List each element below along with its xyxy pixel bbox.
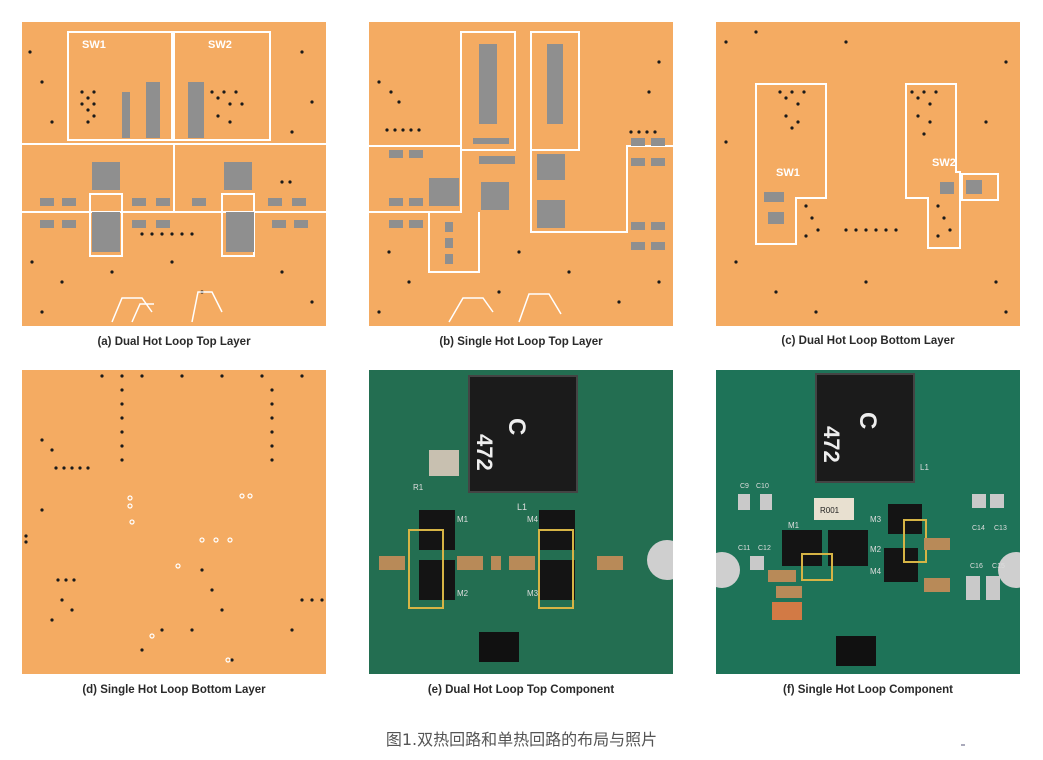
panel-d-layout	[24, 374, 324, 663]
panel-e-dual-hot-loop-photo: C 472 L1 R1 M1 M2 M3 M4	[369, 370, 673, 674]
panel-b-single-hot-loop-top	[369, 22, 673, 326]
panel-f-c9: C9	[740, 483, 749, 490]
panel-c-layout: SW1 SW2	[724, 30, 1008, 314]
panel-f-c11: C11	[738, 545, 750, 552]
panel-e-board: C 472 L1 R1 M1 M2 M3 M4	[369, 370, 673, 674]
panel-c-dual-hot-loop-bottom: SW1 SW2	[716, 22, 1020, 326]
panel-a-dual-hot-loop-top: SW1 SW2	[22, 22, 326, 326]
figure-caption: 图1.双热回路和单热回路的布局与照片	[385, 730, 658, 749]
caption-e: (e) Dual Hot Loop Top Component	[427, 684, 615, 696]
panel-f-m4: M4	[870, 567, 882, 576]
panel-c-sw2-label: SW2	[932, 157, 956, 169]
panel-f-board: C 472 L1 R001 C9 C10 C11 C12 C13 C14 C15…	[716, 370, 1020, 674]
panel-e-r1: R1	[413, 483, 424, 492]
caption-c: (c) Dual Hot Loop Bottom Layer	[781, 335, 955, 347]
panel-e-m1: M1	[457, 515, 469, 524]
panel-f-c14: C14	[972, 525, 985, 532]
panel-a-sw1-label: SW1	[82, 39, 106, 51]
panel-a-layout: SW1 SW2	[22, 31, 326, 323]
corner-mark	[961, 744, 965, 746]
panel-f-inductor-value: 472	[819, 426, 844, 463]
panel-f-c10: C10	[756, 483, 769, 490]
panel-e-inductor-value: 472	[472, 434, 497, 471]
panel-f-c13: C13	[994, 525, 1007, 532]
panel-e-m3: M3	[527, 589, 539, 598]
panel-f-m2: M2	[870, 545, 882, 554]
panel-f-single-hot-loop-photo: C 472 L1 R001 C9 C10 C11 C12 C13 C14 C15…	[716, 370, 1020, 674]
caption-f: (f) Single Hot Loop Component	[783, 684, 953, 696]
panel-e-l1: L1	[517, 502, 527, 512]
caption-a: (a) Dual Hot Loop Top Layer	[97, 336, 251, 348]
caption-d: (d) Single Hot Loop Bottom Layer	[82, 684, 266, 696]
caption-b: (b) Single Hot Loop Top Layer	[439, 336, 603, 348]
panel-f-m1: M1	[788, 521, 800, 530]
panel-f-m3: M3	[870, 515, 882, 524]
panel-f-c15: C15	[992, 563, 1005, 570]
panel-f-l1: L1	[920, 463, 929, 472]
panel-f-c12: C12	[758, 545, 771, 552]
panel-f-r: R001	[820, 506, 840, 515]
panel-e-m2: M2	[457, 589, 469, 598]
panel-f-c16: C16	[970, 563, 983, 570]
panel-a-sw2-label: SW2	[208, 39, 232, 51]
panel-e-logo: C	[503, 418, 530, 435]
panel-e-m4: M4	[527, 515, 539, 524]
panel-d-single-hot-loop-bottom	[22, 370, 326, 674]
panel-b-layout	[369, 31, 673, 323]
panel-f-logo: C	[854, 412, 881, 429]
panel-c-sw1-label: SW1	[776, 167, 800, 179]
